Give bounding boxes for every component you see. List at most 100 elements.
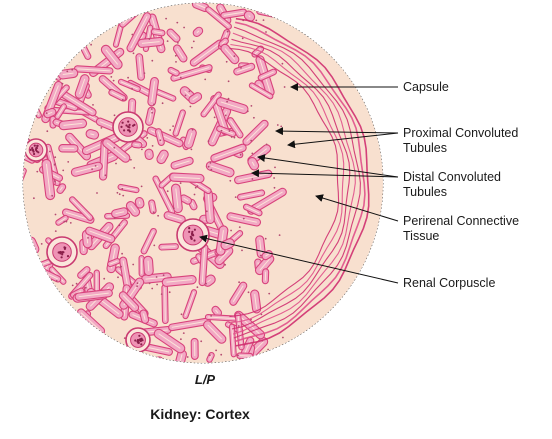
nucleus-speck xyxy=(94,165,97,167)
nucleus-speck xyxy=(210,168,213,171)
nucleus-speck xyxy=(54,213,57,216)
nucleus-speck xyxy=(153,103,155,106)
nucleus-speck xyxy=(230,136,233,138)
tubule-profile xyxy=(100,44,123,70)
nucleus-speck xyxy=(175,61,177,63)
nucleus-speck xyxy=(156,283,159,286)
nucleus-speck xyxy=(180,338,182,341)
nucleus-speck xyxy=(121,98,124,101)
nucleus-speck xyxy=(51,194,54,197)
nucleus-speck xyxy=(174,54,177,57)
tubule-profile xyxy=(111,207,129,219)
nucleus-speck xyxy=(146,137,149,139)
tubule-profile xyxy=(107,258,121,268)
capsule-fiber xyxy=(231,38,351,330)
nucleus-speck xyxy=(87,237,89,239)
corpuscle-group xyxy=(24,111,210,353)
nucleus-speck xyxy=(84,286,87,289)
tubule-profile xyxy=(43,107,57,119)
nucleus-speck xyxy=(273,186,276,189)
tubule-profile xyxy=(68,196,94,221)
nucleus-speck xyxy=(224,263,227,266)
nucleus-speck xyxy=(265,31,267,33)
nucleus-speck xyxy=(75,282,78,285)
nucleus-speck xyxy=(250,105,253,107)
tubule-profile xyxy=(183,128,197,149)
tubule-profile xyxy=(167,66,180,77)
tubule-profile xyxy=(166,28,181,43)
nucleus-speck xyxy=(54,230,57,233)
renal-corpuscle-label: Renal Corpuscle xyxy=(403,276,495,290)
nucleus-speck xyxy=(240,67,242,69)
tubule-profile xyxy=(200,91,222,118)
tubule-profile xyxy=(70,161,103,177)
nucleus-speck xyxy=(62,169,65,172)
tubule-profile xyxy=(108,89,127,102)
nucleus-speck xyxy=(188,90,191,93)
nucleus-speck xyxy=(220,353,223,356)
nucleus-speck xyxy=(262,19,265,21)
nucleus-speck xyxy=(67,161,70,163)
tubule-profile xyxy=(255,235,266,259)
nucleus-speck xyxy=(184,94,187,97)
nucleus-speck xyxy=(204,78,207,81)
nucleus-speck xyxy=(251,152,254,155)
nucleus-speck xyxy=(234,196,237,199)
nucleus-speck xyxy=(133,167,136,169)
nucleus-speck xyxy=(46,130,49,133)
nucleus-speck xyxy=(136,282,139,285)
nucleus-speck xyxy=(241,37,244,40)
nucleus-speck xyxy=(33,197,35,200)
nucleus-speck xyxy=(131,33,134,36)
capsule-label: Capsule xyxy=(403,80,449,94)
nucleus-speck xyxy=(151,287,154,290)
nucleus-speck xyxy=(189,105,192,108)
nucleus-speck xyxy=(172,125,175,127)
tubule-profile xyxy=(229,281,248,306)
dct-label-line2: Tubules xyxy=(403,185,447,199)
tubule-profile xyxy=(85,226,116,244)
nucleus-speck xyxy=(179,182,182,185)
pct-leader-b xyxy=(287,132,399,149)
nucleus-speck xyxy=(233,136,236,139)
nucleus-speck xyxy=(165,17,168,20)
nucleus-speck xyxy=(226,100,229,103)
nucleus-speck xyxy=(213,116,216,119)
nucleus-speck xyxy=(36,170,39,173)
nucleus-speck xyxy=(278,234,281,237)
nucleus-speck xyxy=(162,274,165,277)
nucleus-speck xyxy=(148,282,151,285)
tubule-profile xyxy=(172,44,188,63)
perirenal-label-line2: Tissue xyxy=(403,229,439,243)
tubule-profile xyxy=(150,28,166,37)
nucleus-speck xyxy=(230,229,233,232)
nucleus-speck xyxy=(113,114,116,117)
tubule-profile xyxy=(135,53,145,81)
tubule-profile xyxy=(55,214,69,226)
nucleus-speck xyxy=(91,168,93,171)
nucleus-speck xyxy=(103,277,106,280)
tubule-profile xyxy=(216,125,237,138)
nucleus-speck xyxy=(276,124,279,126)
capsule-fiber xyxy=(234,21,366,343)
tubule-profile xyxy=(236,189,266,201)
nucleus-speck xyxy=(148,38,151,40)
tubule-profile xyxy=(98,138,109,181)
tubule-profile xyxy=(158,243,179,251)
nucleus-speck xyxy=(113,146,116,149)
nucleus-speck xyxy=(280,125,283,128)
nucleus-speck xyxy=(251,178,254,180)
dct-leader-a xyxy=(257,154,399,178)
nucleus-speck xyxy=(215,349,218,352)
nucleus-speck xyxy=(237,354,239,357)
nucleus-speck xyxy=(123,337,126,339)
tubule-profile xyxy=(140,227,157,255)
nucleus-speck xyxy=(152,211,155,214)
dct-label-line1: Distal Convoluted xyxy=(403,170,501,184)
tubule-profile xyxy=(54,103,67,120)
tubule-profile xyxy=(74,74,90,99)
nucleus-speck xyxy=(177,42,179,44)
nucleus-speck xyxy=(209,162,212,164)
tubule-profile xyxy=(228,323,237,358)
nucleus-speck xyxy=(192,40,195,43)
